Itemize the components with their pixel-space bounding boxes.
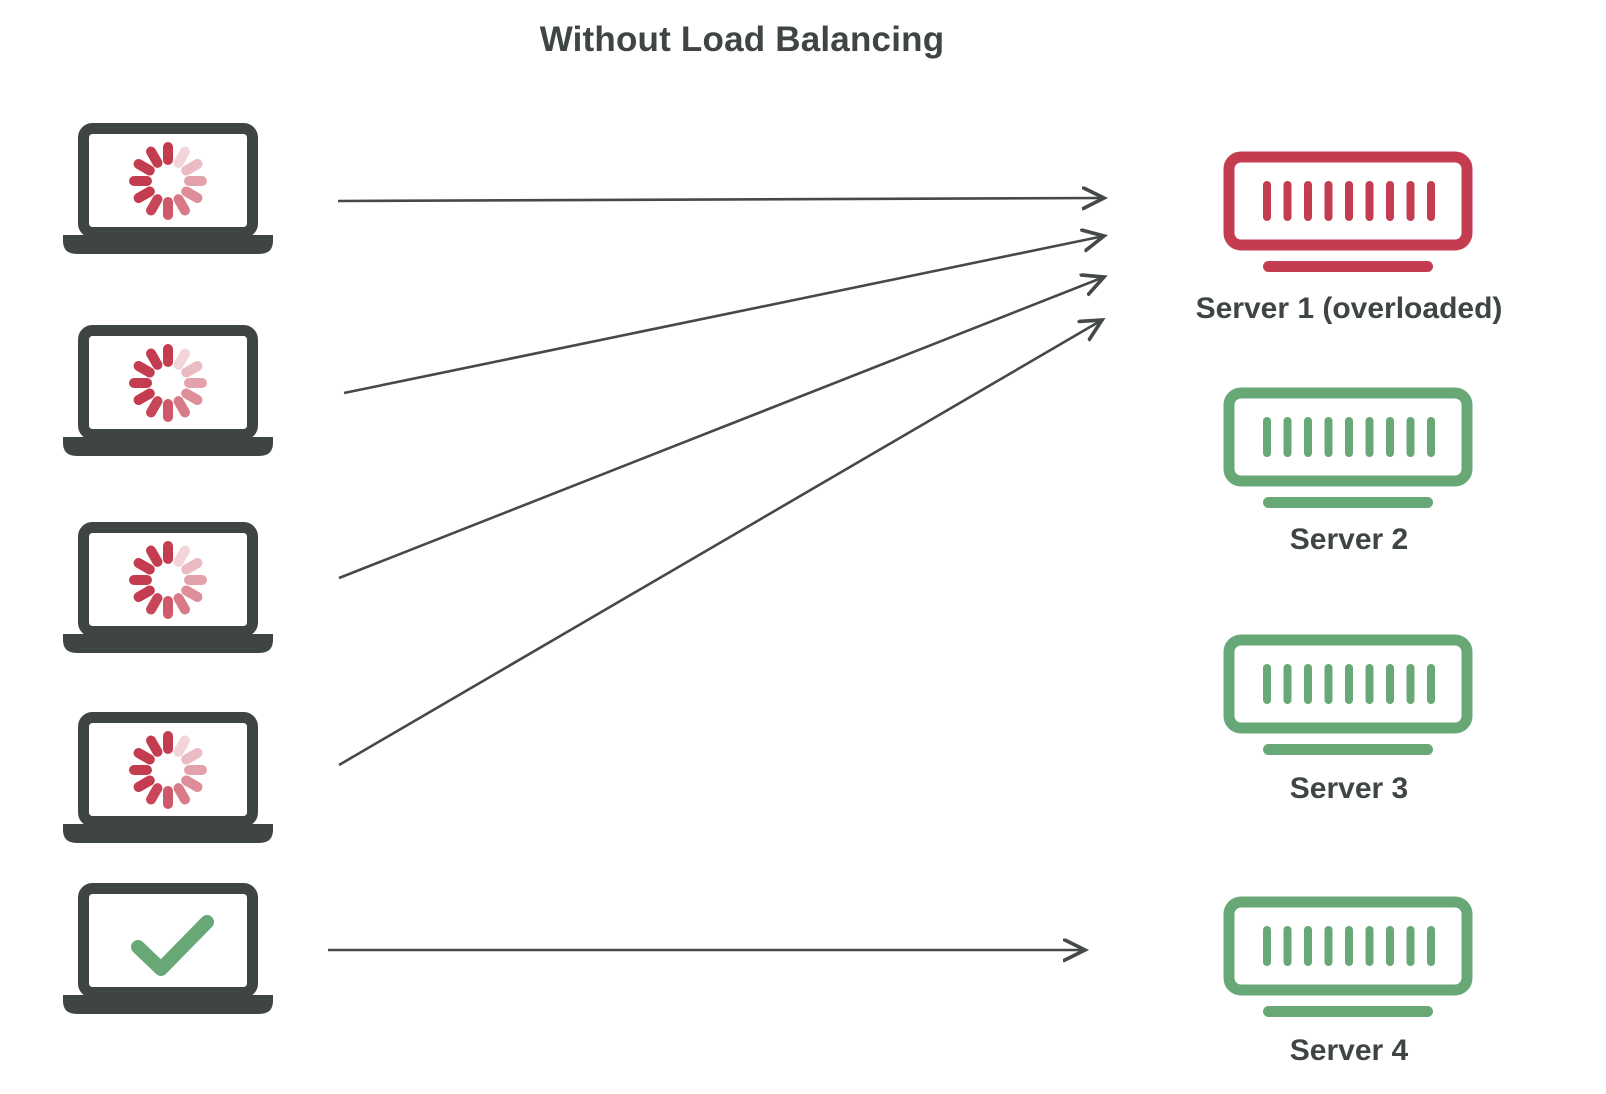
server-icon — [1223, 634, 1473, 756]
server-2 — [1223, 387, 1473, 509]
server-1 — [1223, 151, 1473, 273]
laptop-icon — [63, 881, 273, 1017]
arrow-client-2-to-server-1 — [343, 236, 1104, 395]
arrow-client-3-to-server-1 — [338, 277, 1104, 580]
server-2-label: Server 2 — [1289, 523, 1409, 556]
arrow-client-4-to-server-1 — [338, 320, 1102, 767]
arrow-client-1-to-server-1 — [337, 198, 1104, 201]
server-icon — [1223, 151, 1473, 273]
server-4 — [1223, 896, 1473, 1018]
server-3 — [1223, 634, 1473, 756]
server-1-label: Server 1 (overloaded) — [1195, 292, 1503, 325]
server-4-label: Server 4 — [1289, 1034, 1409, 1067]
diagram-title: Without Load Balancing — [539, 20, 945, 59]
checkmark-icon — [131, 915, 214, 976]
server-3-label: Server 3 — [1289, 772, 1409, 805]
server-icon — [1223, 896, 1473, 1018]
server-icon — [1223, 387, 1473, 509]
client-laptop-5 — [63, 881, 273, 1017]
